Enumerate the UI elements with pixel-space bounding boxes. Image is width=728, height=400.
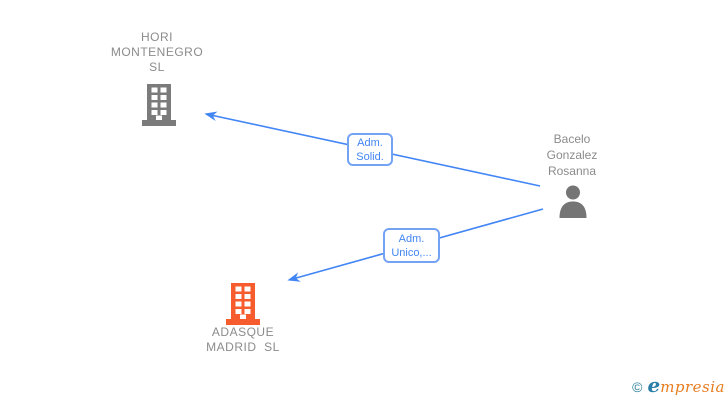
building-icon-adasque-madrid[interactable] bbox=[222, 283, 264, 325]
label-line: HORI bbox=[141, 30, 173, 44]
edge-label-adm-unico[interactable]: Adm. Unico,... bbox=[383, 228, 440, 263]
node-label-hori-montenegro[interactable]: HORI MONTENEGRO SL bbox=[75, 30, 239, 75]
copyright-icon: © bbox=[632, 379, 643, 395]
node-label-bacelo-gonzalez-rosanna[interactable]: Bacelo Gonzalez Rosanna bbox=[490, 131, 654, 179]
label-line: Rosanna bbox=[547, 164, 597, 178]
label-line: Unico,... bbox=[391, 246, 432, 259]
label-line: Adm. bbox=[398, 232, 425, 245]
label-line: SL bbox=[149, 60, 165, 74]
label-line: Adm. bbox=[357, 136, 383, 149]
label-line: Bacelo bbox=[553, 132, 591, 146]
person-icon-bacelo-gonzalez-rosanna[interactable] bbox=[556, 185, 590, 218]
edge-label-adm-solid[interactable]: Adm. Solid. bbox=[347, 133, 393, 166]
label-line: Gonzalez bbox=[546, 148, 598, 162]
brand-text: mpresia bbox=[660, 378, 725, 396]
label-line: MONTENEGRO bbox=[110, 45, 204, 59]
label-line: MADRID SL bbox=[206, 340, 280, 354]
label-line: Solid. bbox=[356, 150, 384, 163]
building-icon-hori-montenegro[interactable] bbox=[138, 84, 180, 126]
brand-letter-e: e bbox=[647, 373, 661, 397]
label-line: ADASQUE bbox=[211, 325, 275, 339]
node-label-adasque-madrid[interactable]: ADASQUE MADRID SL bbox=[158, 325, 328, 355]
